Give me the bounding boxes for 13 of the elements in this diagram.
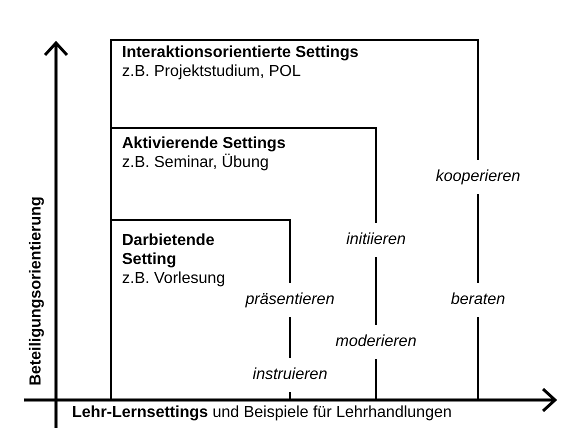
example-text: z.B. Projektstudium, POL [122,62,301,81]
setting-heading: Interaktionsorientierte Settings [122,43,358,62]
activity-label: beraten [450,291,506,309]
activity-label: initiieren [346,231,406,249]
example-text: z.B. Vorlesung [122,269,226,288]
setting-heading: Aktivierende Settings [122,134,286,153]
activity-label: moderieren [336,333,416,351]
activity-label: präsentieren [246,291,334,309]
activity-label: kooperieren [436,168,520,186]
axis-label: Lehr-Lernsettings und Beispiele für Lehrhandlungen [72,403,452,422]
axis-label: Beteiligungsorientierung [26,196,46,386]
example-text: z.B. Seminar, Übung [122,153,269,172]
activity-label: instruieren [252,366,328,384]
